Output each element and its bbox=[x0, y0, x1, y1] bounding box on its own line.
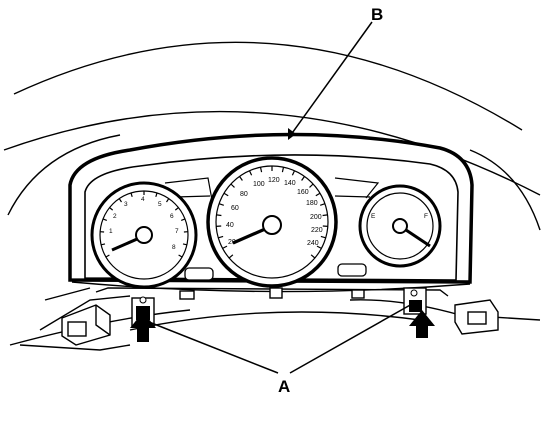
fuel-gauge-high-label: F bbox=[424, 213, 428, 220]
tachometer-gauge: 1 2 3 4 5 6 7 8 bbox=[92, 183, 196, 287]
tach-label: 7 bbox=[175, 228, 179, 235]
tach-label: 8 bbox=[172, 244, 176, 251]
speed-label: 120 bbox=[268, 177, 280, 184]
speed-label: 100 bbox=[253, 181, 265, 188]
right-mounting-screw bbox=[404, 288, 426, 314]
speed-label: 220 bbox=[311, 227, 323, 234]
tachometer-hub bbox=[136, 227, 152, 243]
tach-label: 2 bbox=[113, 213, 117, 220]
right-mounting-bracket bbox=[455, 300, 498, 334]
speed-label: 40 bbox=[226, 222, 234, 229]
speed-label: 60 bbox=[231, 205, 239, 212]
callout-label-a: A bbox=[278, 377, 290, 396]
speed-label: 200 bbox=[310, 214, 322, 221]
speedometer-gauge: 20 40 60 80 100 120 140 160 180 200 220 … bbox=[208, 158, 336, 286]
speed-label: 140 bbox=[284, 180, 296, 187]
speed-label: 240 bbox=[307, 240, 319, 247]
tach-label: 4 bbox=[141, 196, 145, 203]
callout-label-b: B bbox=[371, 5, 383, 24]
left-mounting-bracket bbox=[62, 305, 110, 345]
fuel-gauge-hub bbox=[393, 219, 407, 233]
tach-label: 6 bbox=[170, 213, 174, 220]
fuel-gauge-low-label: E bbox=[371, 213, 376, 220]
tach-label: 5 bbox=[158, 201, 162, 208]
speed-label: 180 bbox=[306, 200, 318, 207]
tach-label: 3 bbox=[124, 201, 128, 208]
fuel-gauge: E F bbox=[360, 186, 440, 266]
dial-tick bbox=[323, 215, 328, 216]
dial-tick bbox=[217, 215, 222, 216]
speed-label: 80 bbox=[240, 191, 248, 198]
speed-label: 160 bbox=[297, 189, 309, 196]
tach-label: 1 bbox=[109, 228, 113, 235]
speedometer-hub bbox=[263, 216, 281, 234]
